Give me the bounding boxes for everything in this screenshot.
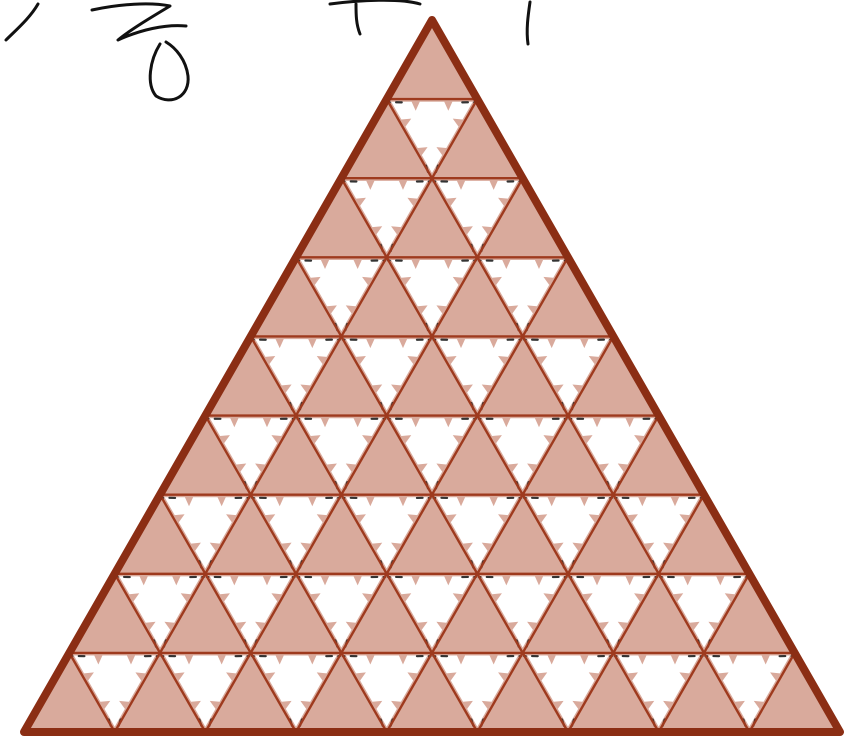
sketch-stroke bbox=[6, 4, 38, 40]
sketch-stroke bbox=[150, 42, 188, 100]
sketch-stroke bbox=[92, 4, 186, 40]
sketch-stroke bbox=[330, 0, 420, 34]
tile-layer bbox=[24, 20, 840, 732]
sketch-stroke bbox=[527, 2, 530, 44]
